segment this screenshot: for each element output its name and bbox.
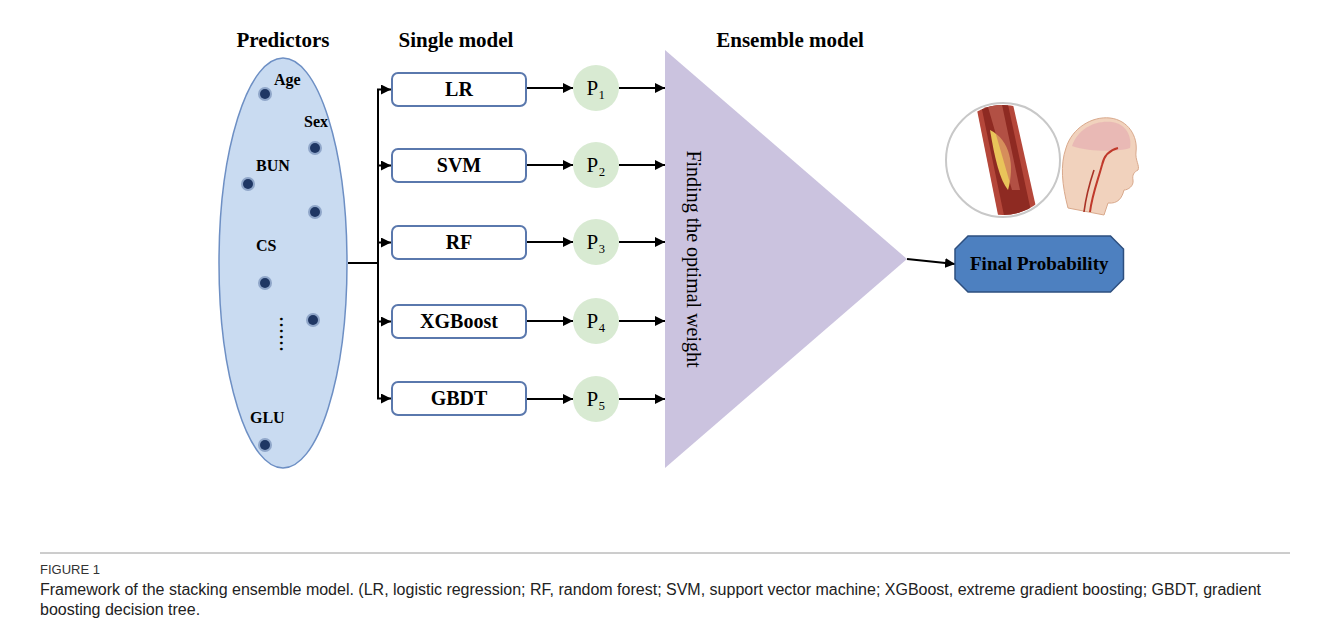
probability-circle: P₄ [573, 298, 619, 344]
arrow-connector [619, 241, 665, 243]
column-heading: Predictors [237, 28, 330, 53]
node-label: Finding the optimal weight [682, 150, 705, 367]
node-label: Final Probability [970, 253, 1108, 275]
artery-plaque-icon [946, 100, 1060, 225]
predictor-label: GLU [250, 409, 285, 427]
probability-circle: P₁ [573, 65, 619, 111]
node-label: LR [445, 78, 473, 101]
arrow-connector [619, 320, 665, 322]
node-label: GBDT [431, 387, 488, 410]
node-label: P₃ [586, 230, 605, 255]
predictor-label: CS [256, 237, 276, 255]
figure-caption: Framework of the stacking ensemble model… [40, 580, 1290, 620]
caption-rule [40, 553, 1290, 554]
arrow-connector [348, 263, 391, 399]
probability-circle: P₅ [573, 376, 619, 422]
weighting-triangle: Finding the optimal weight [665, 50, 907, 468]
node-label: P₂ [586, 153, 605, 178]
model-box: SVM [391, 148, 527, 183]
predictor-label: Sex [304, 113, 328, 131]
node-label: P₅ [586, 387, 605, 412]
model-box: XGBoost [391, 304, 527, 339]
ellipse-outline [218, 57, 348, 469]
final-probability-octagon: Final Probability [955, 236, 1123, 292]
arrow-connector [527, 87, 573, 89]
arrow-connector [348, 263, 391, 322]
arrow-connector [907, 259, 955, 264]
predictor-label: Age [274, 71, 301, 89]
probability-circle: P₃ [573, 219, 619, 265]
probability-circle: P₂ [573, 142, 619, 188]
arrow-connector [527, 320, 573, 322]
node-label: RF [446, 231, 473, 254]
arrow-connector [348, 166, 391, 264]
node-label: P₄ [586, 309, 605, 334]
head-profile-icon [1062, 118, 1138, 215]
model-box: GBDT [391, 381, 527, 416]
arrow-connector [619, 164, 665, 166]
column-heading: Single model [399, 28, 514, 53]
predictor-ellipse: AgeSexBUN CS...... GLU [218, 57, 348, 469]
arrow-connector [348, 90, 391, 264]
model-box: RF [391, 225, 527, 260]
column-heading: Ensemble model [716, 28, 864, 53]
node-label: P₁ [586, 76, 605, 101]
model-box: LR [391, 72, 527, 107]
predictor-label: ...... [276, 317, 294, 353]
node-label: XGBoost [420, 310, 498, 333]
node-label: SVM [437, 154, 481, 177]
arrow-connector [619, 87, 665, 89]
arrow-connector [619, 398, 665, 400]
arrow-connector [527, 164, 573, 166]
arrow-connector [348, 243, 391, 264]
arrow-connector [527, 241, 573, 243]
predictor-label: BUN [256, 157, 290, 175]
figure-number: FIGURE 1 [40, 562, 100, 577]
arrow-connector [527, 398, 573, 400]
